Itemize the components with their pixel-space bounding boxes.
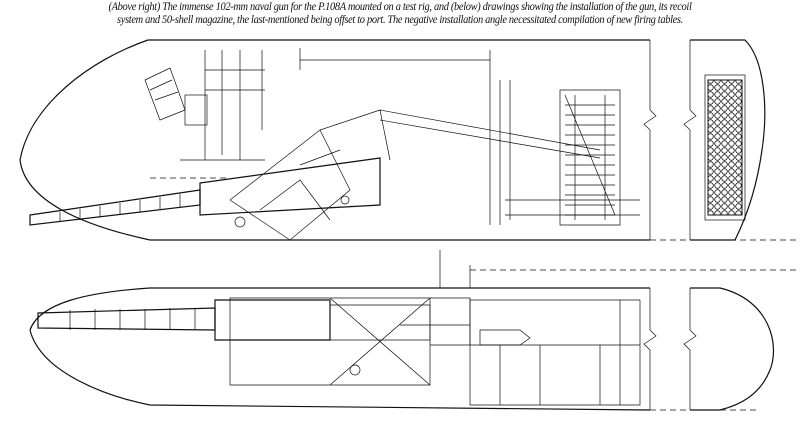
caption-line-1: (Above right) The immense 102-mm naval g…	[108, 1, 692, 13]
side-view-magazine-rack	[489, 50, 640, 226]
side-view-test-rig	[229, 109, 601, 241]
side-view-cockpit	[144, 48, 490, 161]
side-view-gun-barrel	[29, 157, 381, 226]
side-view-shell-magazine	[704, 74, 746, 221]
caption-line-2: system and 50-shell magazine, the last-m…	[117, 13, 683, 26]
plan-view-structure	[229, 250, 641, 406]
figure-caption: (Above right) The immense 102-mm naval g…	[28, 1, 772, 26]
plan-view-gun-barrel	[37, 299, 431, 341]
side-view-fuselage	[19, 39, 800, 241]
plan-view-fuselage	[29, 269, 800, 411]
